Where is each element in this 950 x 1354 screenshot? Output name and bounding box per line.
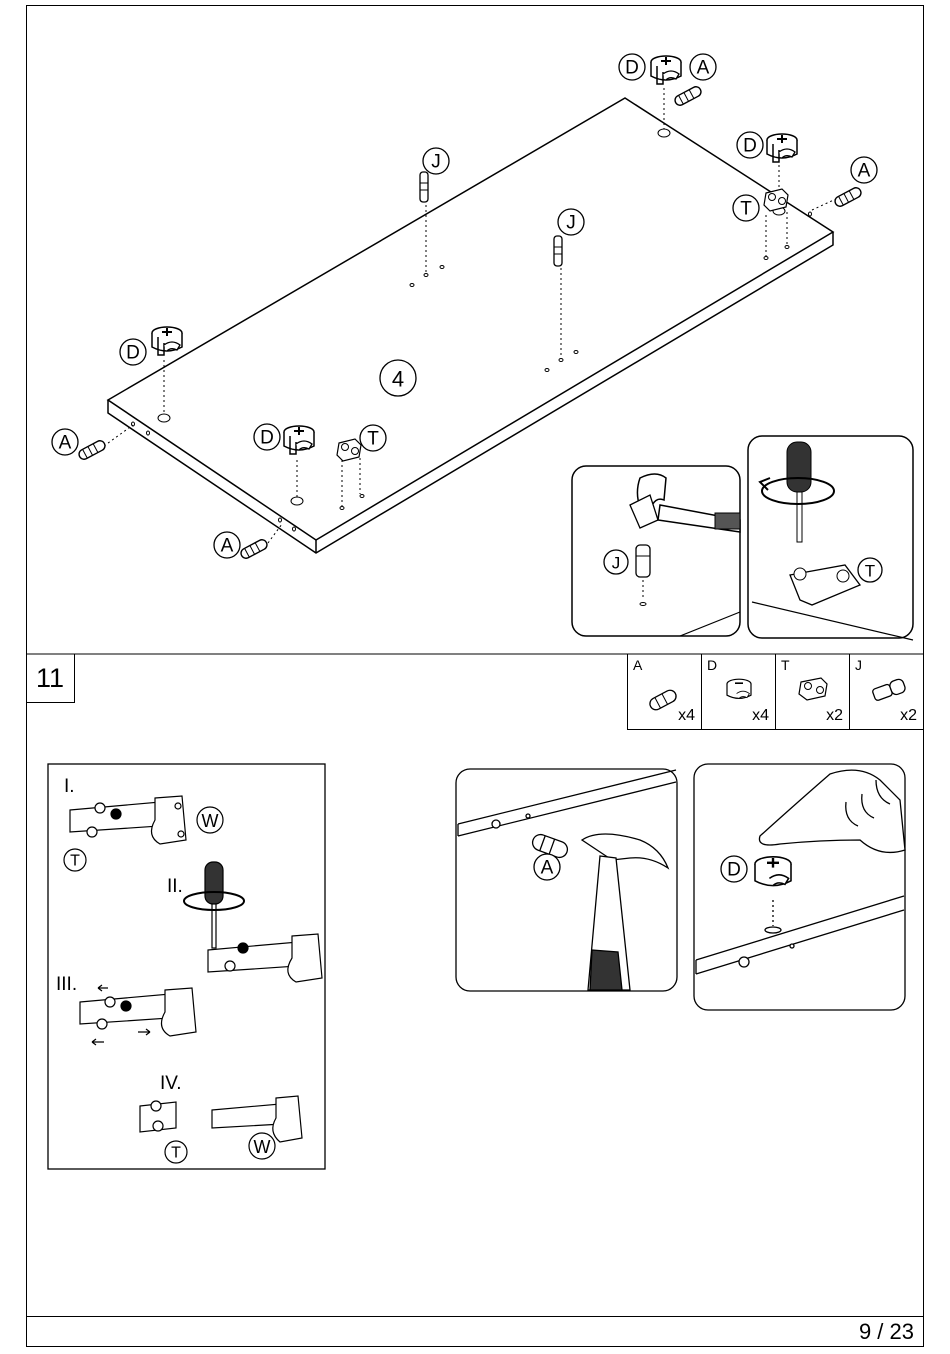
callout-a-4: A bbox=[858, 161, 871, 182]
step-number: 11 bbox=[26, 654, 75, 703]
callout-d-2: D bbox=[260, 428, 274, 449]
hinge-plate-t-1 bbox=[337, 439, 361, 461]
inset-finger-cam bbox=[694, 764, 905, 1010]
dowel-a-4 bbox=[833, 186, 862, 208]
callout-a-3: A bbox=[697, 58, 710, 79]
pin-j-2 bbox=[554, 236, 562, 266]
panel-label: 4 bbox=[392, 367, 404, 392]
hinge-plate-t-2 bbox=[764, 189, 788, 211]
part-a-qty: x4 bbox=[678, 707, 695, 725]
cam-d-4 bbox=[767, 134, 797, 162]
inset-hammer-dowel bbox=[456, 769, 677, 991]
cam-d-1 bbox=[152, 327, 182, 355]
dowel-a-1 bbox=[77, 439, 106, 461]
part-a: A x4 bbox=[628, 654, 701, 729]
callout-j-1: J bbox=[431, 152, 441, 173]
callout-t-2: T bbox=[740, 199, 752, 220]
page-number: 9 / 23 bbox=[859, 1319, 914, 1345]
footer: 9 / 23 bbox=[26, 1316, 924, 1347]
hinge-steps-drawing: I. II. III. IV. T W bbox=[0, 740, 950, 1200]
part-t: T x2 bbox=[775, 654, 849, 729]
inset-callout-j: J bbox=[612, 554, 621, 573]
inset-screwdriver-plate: T bbox=[748, 436, 913, 640]
callout-d-1: D bbox=[126, 343, 140, 364]
pin-j-1 bbox=[420, 172, 428, 202]
part-d: D x4 bbox=[701, 654, 775, 729]
part-j-qty: x2 bbox=[900, 707, 917, 725]
hinge-step-2-label: II. bbox=[167, 876, 183, 897]
dowel-a-3 bbox=[673, 85, 702, 107]
part-d-letter: D bbox=[707, 657, 717, 673]
inset-callout-a: A bbox=[541, 858, 554, 879]
callout-a-2: A bbox=[221, 536, 234, 557]
part-j-letter: J bbox=[855, 657, 862, 673]
hinge-step-1-callout-t: T bbox=[70, 853, 80, 870]
hinge-step-1-label: I. bbox=[64, 776, 75, 797]
callout-a-1: A bbox=[59, 433, 72, 454]
callout-d-4: D bbox=[743, 136, 757, 157]
inset-callout-d: D bbox=[727, 860, 741, 881]
part-t-qty: x2 bbox=[826, 707, 843, 725]
callout-d-3: D bbox=[625, 58, 639, 79]
cam-d-3 bbox=[651, 56, 681, 84]
panel-assembly-drawing: A A A A D D D D J J T T 4 J bbox=[0, 0, 950, 660]
dowel-a-2 bbox=[239, 538, 268, 560]
callout-j-2: J bbox=[566, 213, 576, 234]
hinge-step-1-callout-w: W bbox=[202, 811, 219, 831]
part-j: J x2 bbox=[849, 654, 923, 729]
inset-hammer-pin: J bbox=[572, 466, 740, 636]
inset-callout-t: T bbox=[865, 562, 875, 581]
part-t-letter: T bbox=[781, 657, 790, 673]
part-a-letter: A bbox=[633, 657, 642, 673]
hinge-step-4-label: IV. bbox=[160, 1073, 182, 1094]
hinge-step-4-callout-t: T bbox=[171, 1145, 181, 1162]
hinge-step-3-label: III. bbox=[56, 974, 77, 995]
callout-t-1: T bbox=[367, 429, 379, 450]
hinge-step-4-callout-w: W bbox=[254, 1137, 271, 1157]
parts-list: A x4 D x4 T x2 J x2 bbox=[627, 654, 924, 730]
part-d-qty: x4 bbox=[752, 707, 769, 725]
